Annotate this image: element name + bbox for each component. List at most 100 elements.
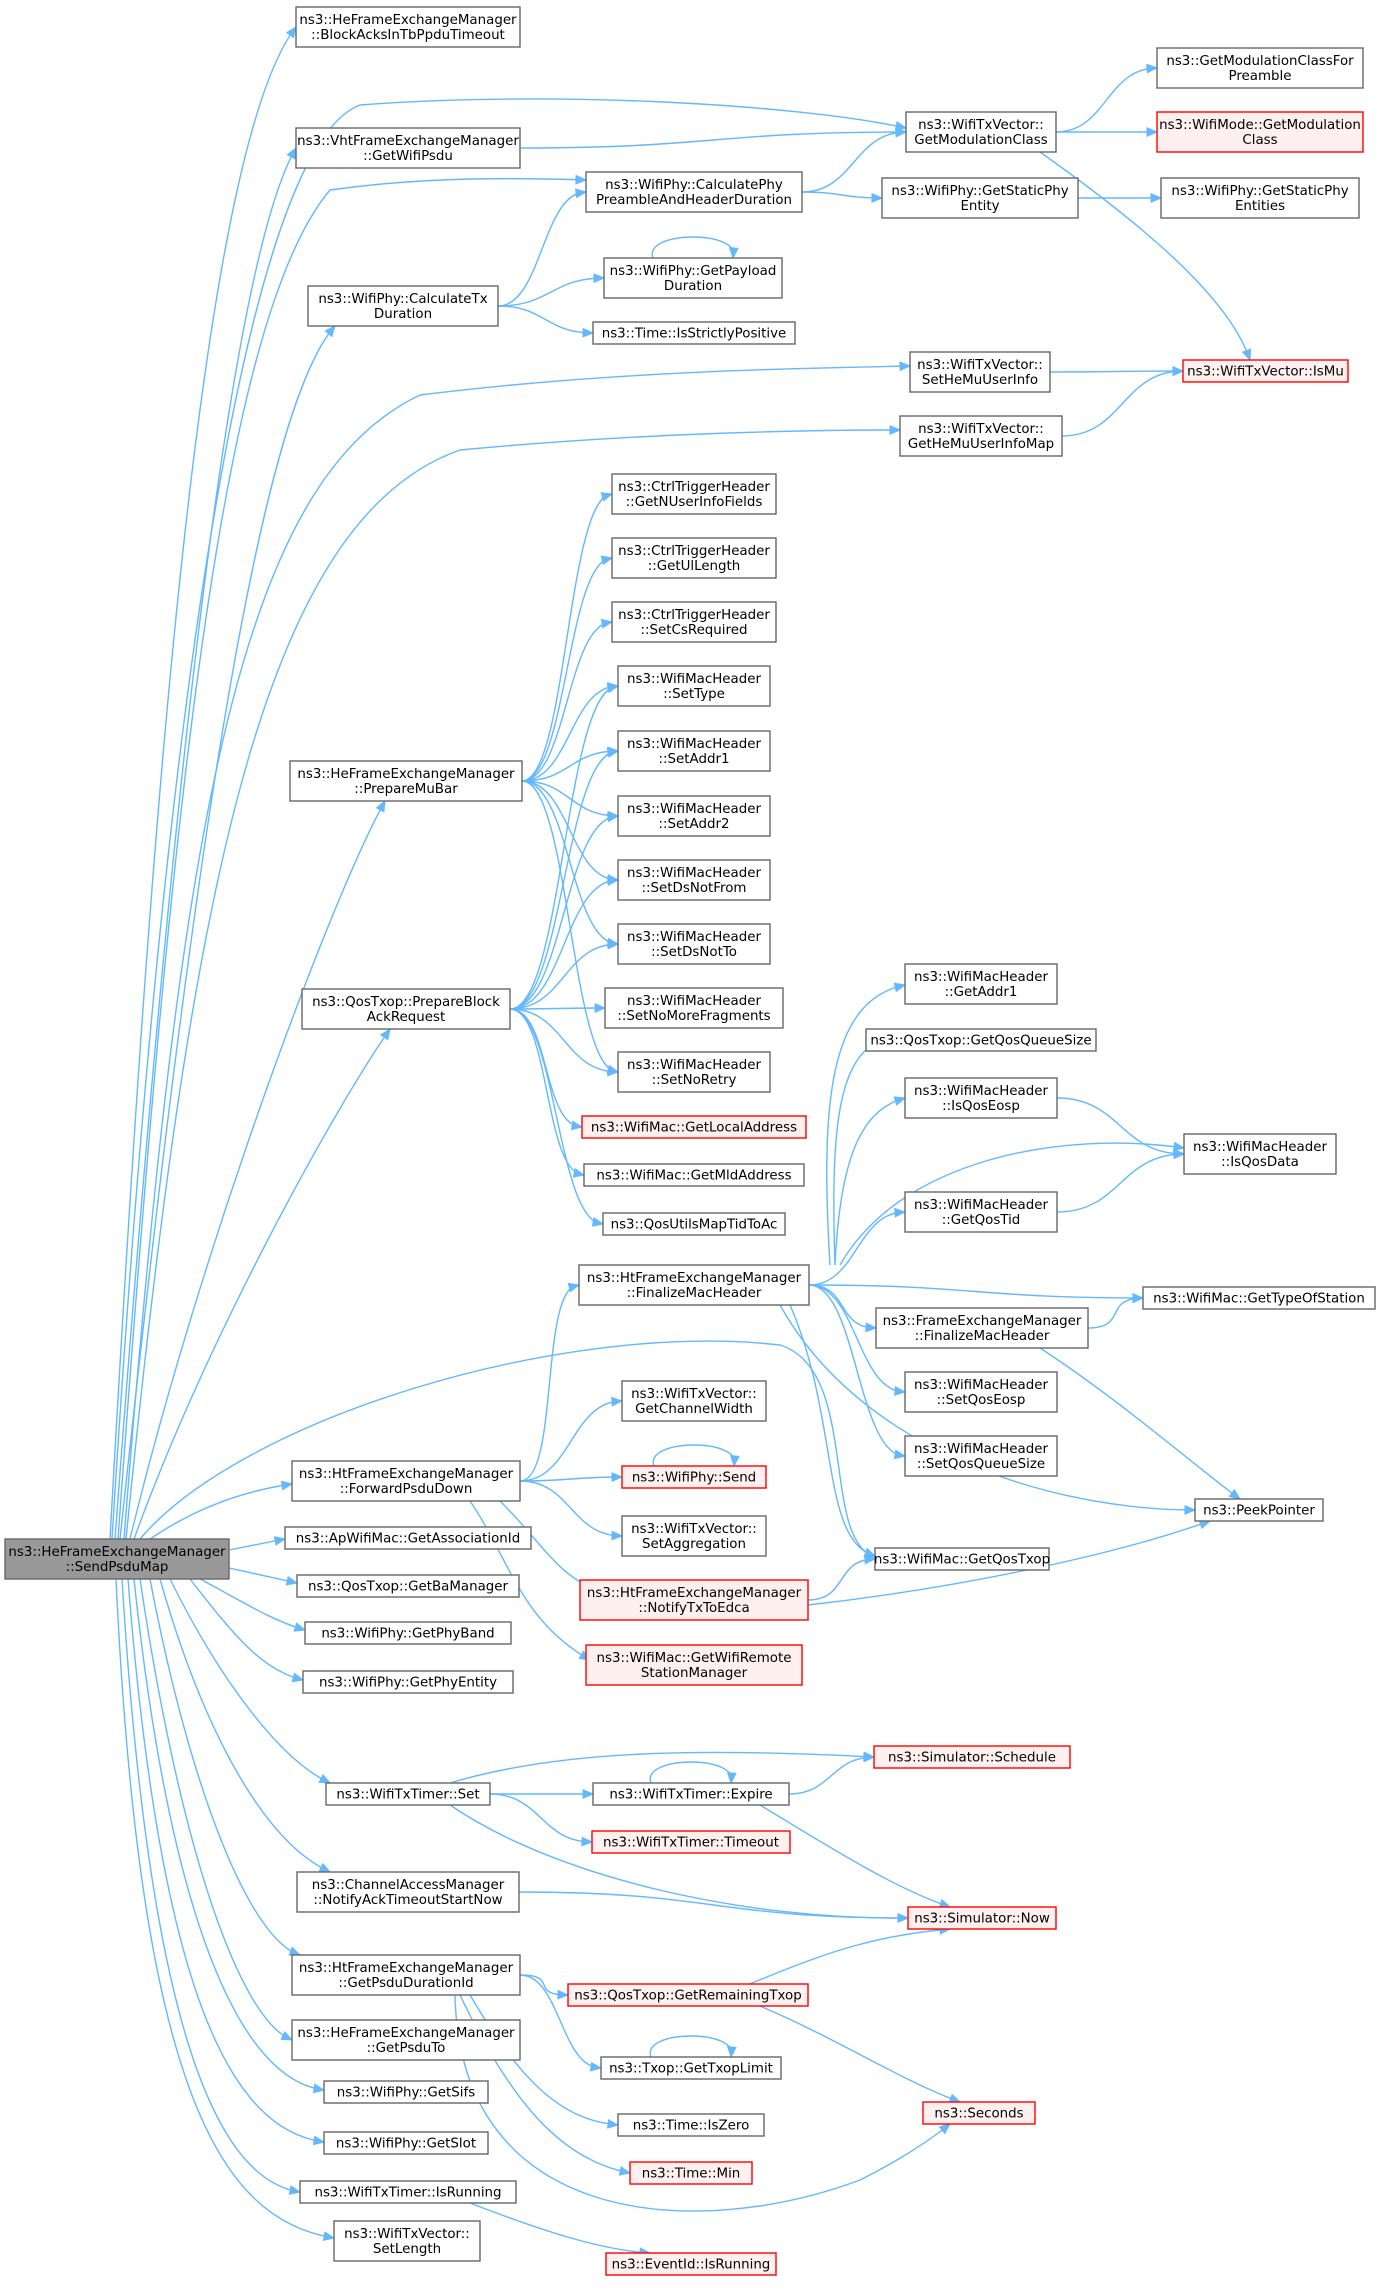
call-graph-node[interactable]: ns3::WifiMacHeader::GetAddr1 (904, 963, 1058, 1005)
call-edge-line (808, 1284, 906, 1393)
call-graph-node[interactable]: ns3::WifiTxVector::SetHeMuUserInfo (909, 351, 1051, 393)
call-edge-arrowhead (893, 1449, 907, 1460)
call-graph-node[interactable]: ns3::WifiMac::GetMldAddress (583, 1163, 805, 1187)
call-graph-node[interactable]: ns3::Time::IsZero (617, 2113, 765, 2137)
call-graph-node[interactable]: ns3::WifiMacHeader::SetQosQueueSize (904, 1435, 1058, 1477)
call-graph-node[interactable]: ns3::WifiTxVector::GetModulationClass (905, 111, 1057, 153)
call-edge-line (133, 1028, 391, 1540)
node-box (904, 1435, 1058, 1477)
call-graph-node[interactable]: ns3::WifiMacHeader::SetAddr2 (617, 795, 771, 837)
call-graph-node[interactable]: ns3::WifiMac::GetWifiRemoteStationManage… (585, 1644, 803, 1686)
call-graph-node[interactable]: ns3::Seconds (922, 2101, 1036, 2125)
call-edge-line (807, 1558, 876, 1601)
call-graph-node[interactable]: ns3::WifiTxTimer::Set (325, 1782, 491, 1806)
call-graph-node[interactable]: ns3::WifiPhy::GetSifs (323, 2080, 489, 2104)
call-graph-node[interactable]: ns3::Time::IsStrictlyPositive (592, 321, 796, 345)
call-graph-node[interactable]: ns3::Simulator::Schedule (873, 1745, 1071, 1769)
call-graph-node[interactable]: ns3::WifiMacHeader::GetQosTid (904, 1191, 1058, 1233)
node-label-line: ns3::HtFrameExchangeManager (587, 1271, 802, 1286)
call-graph-node[interactable]: ns3::WifiTxVector::SetAggregation (621, 1515, 767, 1557)
call-edge-line (127, 1578, 325, 2143)
call-edge-line (521, 750, 619, 782)
call-graph-node[interactable]: ns3::HeFrameExchangeManager::BlockAcksIn… (295, 6, 521, 48)
call-edge-line (519, 131, 907, 149)
call-graph-node[interactable]: ns3::WifiTxVector::GetChannelWidth (621, 1380, 767, 1422)
call-graph-node[interactable]: ns3::WifiPhy::CalculatePhyPreambleAndHea… (585, 171, 803, 213)
call-edge-arrowhead (606, 683, 620, 694)
node-label-line: ::GetPsduDurationId (338, 1976, 473, 1991)
call-graph-node[interactable]: ns3::PeekPointer (1194, 1498, 1324, 1522)
call-edge-line (749, 1928, 951, 1985)
call-graph-node[interactable]: ns3::WifiTxTimer::IsRunning (299, 2180, 517, 2204)
call-graph-node[interactable]: ns3::EventId::IsRunning (605, 2252, 777, 2276)
call-graph-node[interactable]: ns3::Txop::GetTxopLimit (600, 2056, 782, 2080)
call-graph-node[interactable]: ns3::QosTxop::GetBaManager (296, 1574, 520, 1598)
call-graph-node[interactable]: ns3::WifiMacHeader::SetDsNotFrom (617, 859, 771, 901)
call-edge-arrowhead (1228, 1488, 1242, 1500)
call-graph-node[interactable]: ns3::WifiMacHeader::SetNoRetry (617, 1051, 771, 1093)
call-graph-node[interactable]: ns3::HtFrameExchangeManager::FinalizeMac… (578, 1264, 810, 1306)
call-graph-node[interactable]: ns3::HtFrameExchangeManager::GetPsduDura… (291, 1954, 521, 1996)
call-graph-node[interactable]: ns3::WifiTxVector::GetHeMuUserInfoMap (899, 415, 1063, 457)
call-graph-node[interactable]: ns3::WifiMac::GetQosTxop (874, 1547, 1050, 1571)
call-edge-line (521, 780, 619, 945)
call-graph-node[interactable]: ns3::WifiMacHeader::IsQosEosp (904, 1077, 1058, 1119)
call-graph-node[interactable]: ns3::WifiPhy::Send (621, 1465, 767, 1489)
call-graph-node[interactable]: ns3::WifiPhy::GetPhyEntity (302, 1670, 514, 1694)
call-graph-node[interactable]: ns3::ChannelAccessManager::NotifyAckTime… (296, 1871, 520, 1913)
call-graph-node[interactable]: ns3::WifiTxVector::IsMu (1182, 359, 1349, 383)
node-box (603, 257, 783, 299)
call-graph-node[interactable]: ns3::HtFrameExchangeManager::NotifyTxToE… (579, 1579, 809, 1621)
call-graph-node[interactable]: ns3::CtrlTriggerHeader::SetCsRequired (611, 601, 777, 643)
call-graph-node[interactable]: ns3::Time::Min (629, 2161, 753, 2185)
call-graph-node[interactable]: ns3::WifiMode::GetModulationClass (1156, 111, 1364, 153)
call-graph-node[interactable]: ns3::CtrlTriggerHeader::GetNUserInfoFiel… (611, 473, 777, 515)
node-box (1183, 1133, 1337, 1175)
call-graph-node[interactable]: ns3::QosUtilsMapTidToAc (602, 1212, 786, 1236)
call-graph-node[interactable]: ns3::WifiMacHeader::IsQosData (1183, 1133, 1337, 1175)
call-edge-line (1061, 370, 1184, 437)
call-graph-node[interactable]: ns3::WifiMacHeader::SetAddr1 (617, 730, 771, 772)
call-graph-node[interactable]: ns3::WifiMacHeader::SetType (617, 665, 771, 707)
call-graph-node[interactable]: ns3::HeFrameExchangeManager::PrepareMuBa… (289, 760, 523, 802)
call-graph-node[interactable]: ns3::WifiTxTimer::Timeout (591, 1830, 791, 1854)
node-box (905, 111, 1057, 153)
call-graph-node[interactable]: ns3::HtFrameExchangeManager::ForwardPsdu… (291, 1460, 521, 1502)
call-graph-node[interactable]: ns3::QosTxop::GetRemainingTxop (567, 1983, 809, 2007)
call-graph-node[interactable]: ns3::WifiMacHeader::SetDsNotTo (617, 923, 771, 965)
call-edge-line (509, 685, 619, 1010)
node-box (304, 1621, 512, 1645)
call-graph-node[interactable]: ns3::ApWifiMac::GetAssociationId (284, 1526, 532, 1550)
call-graph-node[interactable]: ns3::WifiTxVector::SetLength (333, 2220, 481, 2262)
node-label-line: ns3::WifiTxVector:: (918, 118, 1044, 133)
node-label-line: GetModulationClass (914, 133, 1047, 148)
call-graph-node[interactable]: ns3::HeFrameExchangeManager::GetPsduTo (291, 2019, 521, 2061)
node-label-line: ns3::HeFrameExchangeManager (299, 13, 517, 28)
call-graph-node[interactable]: ns3::WifiMac::GetTypeOfStation (1142, 1286, 1376, 1310)
call-graph-node[interactable]: ns3::CtrlTriggerHeader::GetUlLength (611, 537, 777, 579)
call-graph-node[interactable]: ns3::WifiMac::GetLocalAddress (581, 1115, 807, 1139)
call-edge-n0-to-n1 (109, 25, 297, 1540)
call-graph-node[interactable]: ns3::WifiTxTimer::Expire (592, 1782, 790, 1806)
call-graph-node[interactable]: ns3::VhtFrameExchangeManager::GetWifiPsd… (295, 127, 521, 169)
node-label-line: ::FinalizeMacHeader (627, 1286, 762, 1301)
call-edge-n15-to-n25 (521, 780, 620, 1075)
call-graph-node[interactable]: ns3::Simulator::Now (907, 1906, 1057, 1930)
call-graph-node[interactable]: ns3::FrameExchangeManager::FinalizeMacHe… (875, 1307, 1089, 1349)
call-graph-node[interactable]: ns3::WifiMacHeader::SetQosEosp (904, 1371, 1058, 1413)
call-graph-node[interactable]: ns3::QosTxop::GetQosQueueSize (865, 1028, 1097, 1052)
call-graph-node[interactable]: ns3::WifiPhy::GetPhyBand (304, 1621, 512, 1645)
node-label-line: ns3::CtrlTriggerHeader (618, 544, 770, 559)
call-edge-arrowhead (611, 1530, 624, 1541)
call-graph-node[interactable]: ns3::WifiMacHeader::SetNoMoreFragments (604, 987, 784, 1029)
call-graph-node[interactable]: ns3::WifiPhy::GetSlot (323, 2131, 489, 2155)
node-label-line: ::SetAddr2 (659, 817, 730, 832)
call-graph-nodes: ns3::HeFrameExchangeManager::SendPsduMap… (4, 6, 1376, 2276)
